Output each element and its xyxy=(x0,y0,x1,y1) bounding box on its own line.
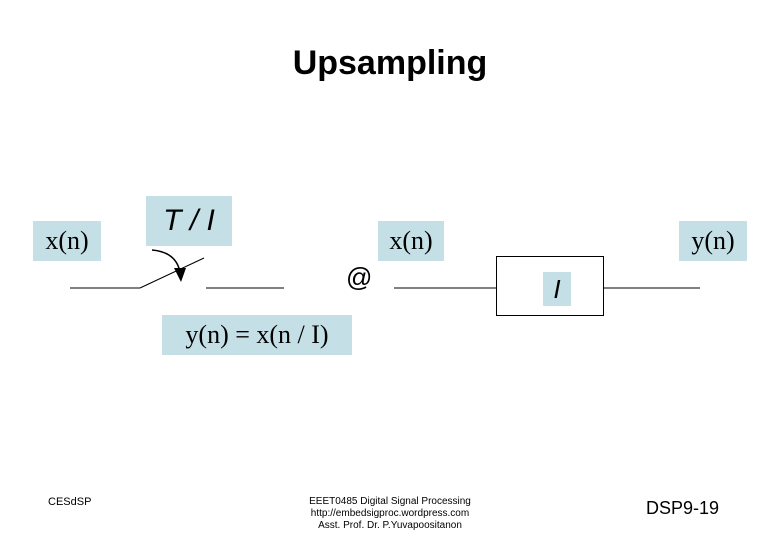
equivalence-symbol: @ xyxy=(346,262,373,292)
right-input-text: x(n) xyxy=(389,226,433,255)
switch-blade xyxy=(139,257,205,289)
footer-course-info: EEET0485 Digital Signal Processing http:… xyxy=(280,496,500,532)
switch-period-label: T / I xyxy=(146,196,232,246)
left-input-text: x(n) xyxy=(45,226,89,255)
equation-text: y(n) = x(n / I) xyxy=(185,320,329,349)
sampler-output-equation: y(n) = x(n / I) xyxy=(162,315,352,355)
footer-left-label: CESdSP xyxy=(48,496,92,508)
page-number: DSP9-19 xyxy=(646,498,720,518)
footer-course-line2: http://embedsigproc.wordpress.com xyxy=(310,508,470,519)
upsampler-factor: I xyxy=(543,272,571,306)
slide-title: Upsampling xyxy=(292,44,488,82)
switch-arrowhead xyxy=(174,268,186,282)
left-input-label: x(n) xyxy=(33,221,101,261)
right-input-label: x(n) xyxy=(378,221,444,261)
right-output-label: y(n) xyxy=(679,221,747,261)
switch-period-text: T / I xyxy=(163,204,215,237)
right-output-text: y(n) xyxy=(691,226,735,255)
footer-course-line1: EEET0485 Digital Signal Processing xyxy=(309,496,471,507)
footer-course-line3: Asst. Prof. Dr. P.Yuvapoositanon xyxy=(318,520,462,531)
